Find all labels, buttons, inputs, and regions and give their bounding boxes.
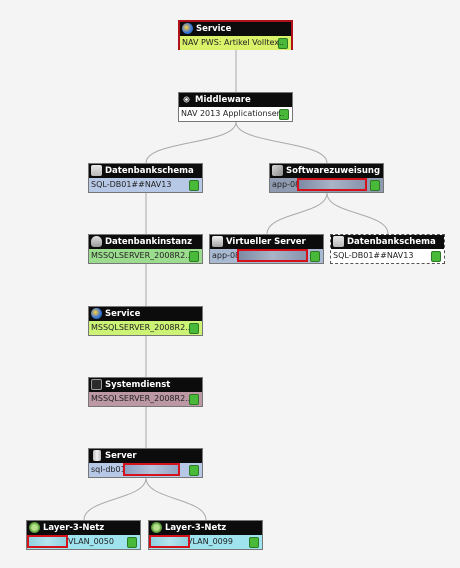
node-type-label: Virtueller Server [226, 237, 306, 247]
node-value: app-08 [212, 251, 241, 260]
status-indicator [278, 38, 288, 49]
database-schema-icon [333, 236, 344, 247]
edge-middleware-db-schema [145, 121, 237, 164]
database-instance-icon [91, 236, 102, 247]
node-database-schema-right[interactable]: Datenbankschema SQL-DB01##NAV13 [330, 234, 445, 264]
node-value: VLAN_0050 [68, 537, 114, 546]
node-value: MSSQLSERVER_2008R2.. [91, 323, 191, 332]
node-system-service[interactable]: Systemdienst MSSQLSERVER_2008R2.. [88, 377, 203, 407]
edge-server-layer3-left [83, 477, 147, 521]
node-service-mid[interactable]: Service MSSQLSERVER_2008R2.. [88, 306, 203, 336]
node-type-label: Layer-3-Netz [165, 523, 227, 533]
status-indicator [249, 537, 259, 548]
network-icon [29, 522, 40, 533]
redacted-value [297, 178, 367, 191]
node-value: SQL-DB01##NAV13 [91, 180, 172, 189]
service-icon [91, 308, 102, 319]
status-indicator [189, 180, 199, 191]
node-value: sql-db01 [91, 465, 126, 474]
status-indicator [127, 537, 137, 548]
node-value: MSSQLSERVER_2008R2.. [91, 394, 191, 403]
node-value: app-08 [272, 180, 301, 189]
service-icon [182, 23, 193, 34]
server-icon [93, 450, 101, 461]
redacted-value [123, 463, 180, 476]
node-type-label: Softwarezuweisung [286, 166, 381, 176]
node-type-label: Datenbankschema [105, 166, 194, 176]
edge-software-db-schema [326, 192, 389, 235]
virtual-server-icon [212, 236, 223, 247]
middleware-icon [181, 94, 192, 105]
node-type-label: Middleware [195, 95, 251, 105]
status-indicator [431, 251, 441, 262]
node-service-top[interactable]: Service NAV PWS: Artikel Volltex.. [178, 20, 293, 50]
edge-software-virtual-server [266, 192, 328, 235]
node-type-label: Service [105, 309, 141, 319]
node-middleware[interactable]: Middleware NAV 2013 Applicationser.. [178, 92, 293, 122]
node-database-instance[interactable]: Datenbankinstanz MSSQLSERVER_2008R2.. [88, 234, 203, 264]
node-value: NAV PWS: Artikel Volltex.. [182, 38, 285, 47]
status-indicator [189, 323, 199, 334]
redacted-value [237, 249, 308, 262]
software-icon [272, 165, 283, 176]
edge-middleware-software [235, 121, 328, 164]
node-server[interactable]: Server sql-db01 [88, 448, 203, 478]
node-value: VLAN_0099 [187, 537, 233, 546]
node-virtual-server[interactable]: Virtueller Server app-08 [209, 234, 324, 264]
database-schema-icon [91, 165, 102, 176]
node-software-assignment[interactable]: Softwarezuweisung app-08 [269, 163, 384, 193]
node-layer3-net-right[interactable]: Layer-3-Netz VLAN_0099 [148, 520, 263, 550]
node-value: NAV 2013 Applicationser.. [181, 109, 285, 118]
network-icon [151, 522, 162, 533]
redacted-value [27, 535, 68, 548]
node-value: MSSQLSERVER_2008R2.. [91, 251, 191, 260]
node-type-label: Datenbankschema [347, 237, 436, 247]
status-indicator [279, 109, 289, 120]
status-indicator [189, 465, 199, 476]
status-indicator [189, 394, 199, 405]
system-service-icon [91, 379, 102, 390]
node-layer3-net-left[interactable]: Layer-3-Netz VLAN_0050 [26, 520, 141, 550]
status-indicator [189, 251, 199, 262]
status-indicator [370, 180, 380, 191]
node-type-label: Service [196, 24, 232, 34]
node-database-schema-left[interactable]: Datenbankschema SQL-DB01##NAV13 [88, 163, 203, 193]
redacted-value [149, 535, 190, 548]
node-type-label: Layer-3-Netz [43, 523, 105, 533]
node-type-label: Systemdienst [105, 380, 171, 390]
edge-server-layer3-right [145, 477, 207, 521]
node-type-label: Server [105, 451, 137, 461]
node-type-label: Datenbankinstanz [105, 237, 193, 247]
status-indicator [310, 251, 320, 262]
node-value: SQL-DB01##NAV13 [333, 251, 414, 260]
